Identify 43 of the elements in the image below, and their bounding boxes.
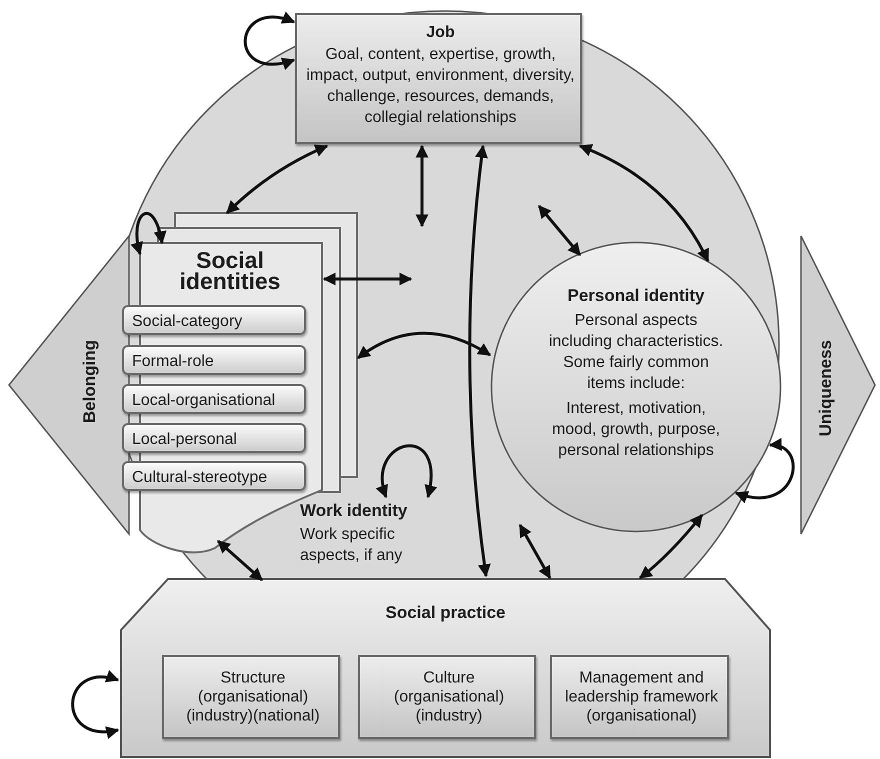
heading: Personal identity [566,285,706,306]
arrow [468,144,491,578]
description: Goal, content, expertise, growth, impact, output, environment, diversity, challenge, resources, demands, collegial relationships [305,45,576,128]
heading: Job [425,23,456,43]
arrow [518,524,552,580]
category-pill [122,384,306,414]
component-label: Management and leadership framework (organisational) [564,668,719,726]
category-label: Formal-role [132,352,215,372]
category-pill [122,345,306,375]
arrow [226,144,328,214]
category-pill [122,305,306,335]
loop-arrow [244,12,296,70]
category-label: Local-personal [132,430,238,450]
heading: Work identity [300,500,408,521]
description: Interest, motivation, mood, growth, purpose, personal relationships [550,399,722,461]
arrow [416,144,428,228]
loop-arrow [734,440,794,502]
arrow [217,540,263,582]
category-pill [122,461,306,491]
side-label: Belonging [79,340,100,424]
job-box [295,13,582,144]
component-box [358,655,536,739]
arrow [638,514,704,580]
description: Work specific aspects, if any [300,525,404,566]
loop-arrow [131,212,166,256]
component-box [162,655,340,739]
description: Personal aspects including characteristics. Some fairly common items include: [548,311,724,394]
arrow [356,332,492,360]
category-pill [122,423,306,453]
arrow [322,272,412,286]
side-label: Uniqueness [815,340,836,436]
component-label: Structure (organisational) (industry)(national) [185,668,321,726]
category-label: Cultural-stereotype [132,468,268,488]
loop-arrow [71,671,120,738]
heading: Social practice [384,602,506,623]
category-label: Local-organisational [132,391,276,411]
component-label: Culture (organisational) (industry) [392,668,506,726]
component-box [550,655,729,739]
arrow [578,144,710,262]
heading: Social identities [178,250,282,292]
arrow [538,205,582,256]
loop-arrow [376,444,436,498]
category-label: Social-category [132,312,244,332]
